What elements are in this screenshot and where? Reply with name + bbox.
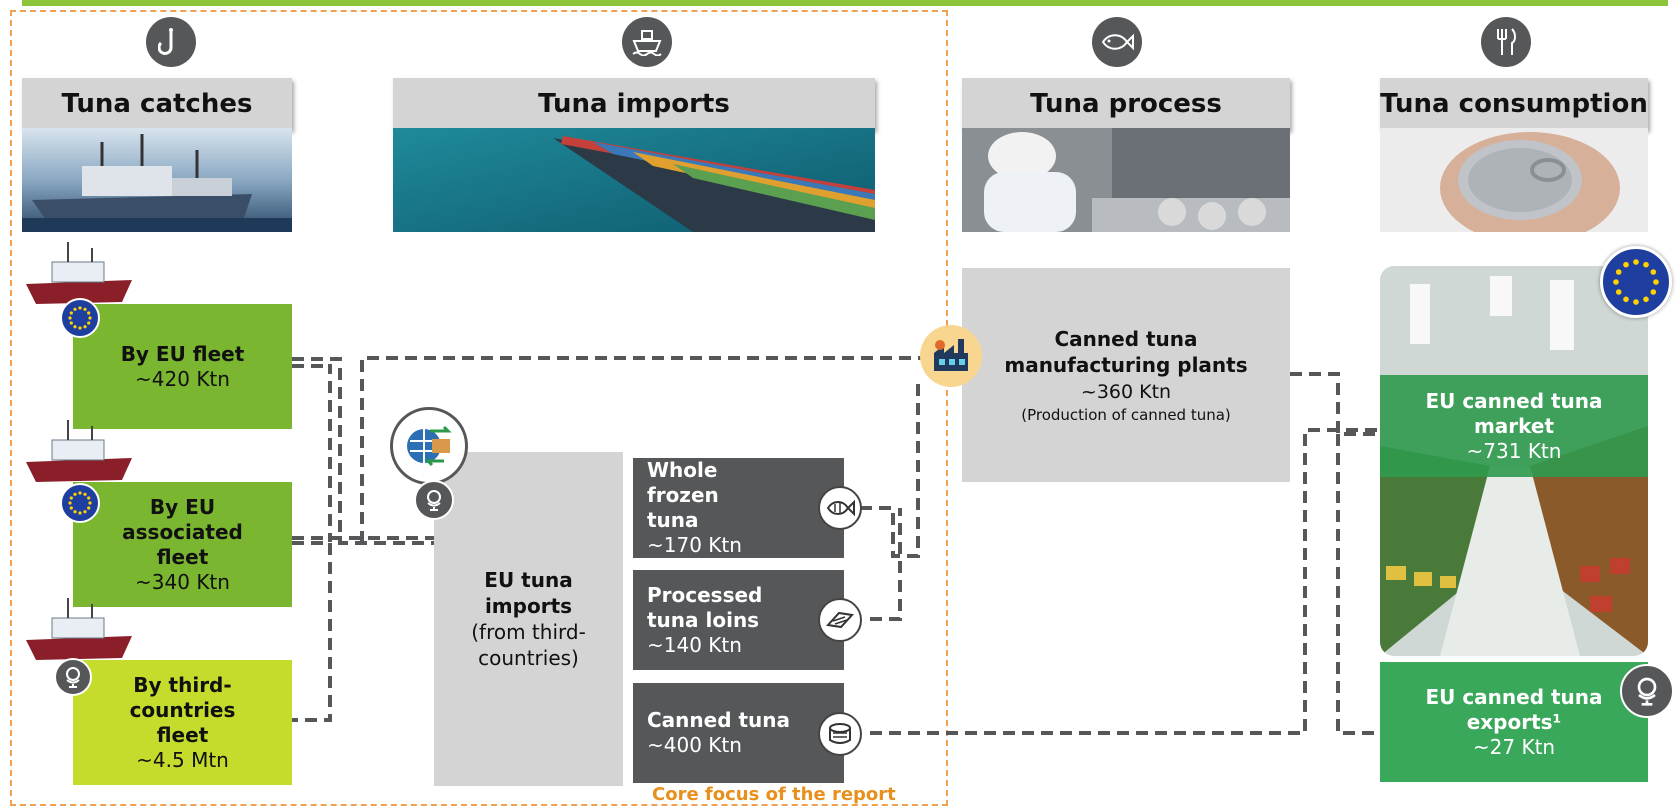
eu-canned-tuna-market-box: EU canned tuna market ~731 Ktn — [1380, 375, 1648, 477]
core-focus-outline — [10, 10, 948, 806]
import-product-value: ~400 Ktn — [647, 733, 742, 757]
globe-icon — [1620, 664, 1674, 718]
factory-icon — [920, 325, 982, 387]
import-canned-tuna: Canned tuna ~400 Ktn — [633, 683, 844, 783]
import-product-value: ~170 Ktn — [647, 533, 742, 557]
market-title: EU canned tuna market — [1425, 388, 1603, 438]
tuna-can-photo — [1380, 128, 1648, 232]
exports-value: ~27 Ktn — [1472, 734, 1556, 759]
import-whole-frozen-tuna: Whole frozen tuna ~170 Ktn — [633, 458, 844, 558]
header-tuna-consumption: Tuna consumption — [1380, 78, 1648, 130]
exports-title: EU canned tuna exports¹ — [1425, 684, 1603, 734]
plants-value: ~360 Ktn — [1080, 381, 1172, 403]
fleet-box-third-countries: By third-countries fleet ~4.5 Mtn — [73, 660, 292, 785]
eu-flag-badge — [60, 483, 100, 523]
tuna-loin-icon — [818, 598, 862, 642]
top-accent-bar — [22, 0, 1668, 6]
fishing-boat-icon — [22, 596, 142, 666]
plants-note: (Production of canned tuna) — [1021, 406, 1231, 424]
manufacturing-plants-box: Canned tuna manufacturing plants ~360 Kt… — [962, 268, 1290, 482]
fleet-value: ~340 Ktn — [135, 569, 230, 594]
header-tuna-process: Tuna process — [962, 78, 1290, 130]
whole-fish-icon — [818, 486, 862, 530]
plants-title: Canned tuna manufacturing plants — [1004, 327, 1248, 377]
eu-flag-badge — [60, 298, 100, 338]
factory-worker-photo — [962, 128, 1290, 232]
fleet-value: ~420 Ktn — [135, 366, 230, 391]
fishing-boat-icon — [22, 240, 142, 310]
header-tuna-catches: Tuna catches — [22, 78, 292, 130]
fork-knife-icon — [1481, 17, 1531, 67]
import-product-name: Whole frozen tuna — [647, 458, 719, 532]
fleet-name: By third-countries fleet — [129, 672, 236, 747]
cargo-ship-icon — [622, 17, 672, 67]
trade-globe-icon — [390, 407, 468, 485]
core-focus-label: Core focus of the report — [652, 784, 896, 805]
globe-icon — [54, 658, 92, 696]
eu-imports-title-line1: EU tuna — [484, 568, 573, 592]
fishing-boat-icon — [22, 418, 142, 488]
fleet-box-eu: By EU fleet ~420 Ktn — [73, 304, 292, 429]
fleet-box-eu-associated: By EU associated fleet ~340 Ktn — [73, 482, 292, 607]
fleet-name: By EU associated fleet — [122, 494, 243, 569]
fish-icon — [1092, 17, 1142, 67]
header-tuna-imports: Tuna imports — [393, 78, 875, 130]
import-product-name: Canned tuna — [647, 708, 791, 732]
eu-imports-title-line2: imports — [484, 594, 573, 618]
globe-icon — [414, 480, 454, 520]
container-ship-photo — [393, 128, 875, 232]
eu-flag-badge — [1600, 246, 1672, 318]
eu-imports-note: (from third-countries) — [471, 620, 586, 670]
market-value: ~731 Ktn — [1466, 438, 1562, 463]
tuna-can-icon — [818, 712, 862, 756]
fishing-vessel-photo — [22, 128, 292, 232]
fleet-value: ~4.5 Mtn — [136, 747, 229, 772]
fish-hook-icon — [146, 17, 196, 67]
eu-tuna-imports-box: EU tuna imports (from third-countries) — [434, 452, 623, 786]
import-product-value: ~140 Ktn — [647, 632, 742, 657]
fleet-name: By EU fleet — [120, 341, 245, 366]
eu-canned-tuna-exports-box: EU canned tuna exports¹ ~27 Ktn — [1380, 662, 1648, 782]
import-processed-tuna-loins: Processed tuna loins ~140 Ktn — [633, 570, 844, 670]
import-product-name: Processed tuna loins — [647, 582, 763, 632]
